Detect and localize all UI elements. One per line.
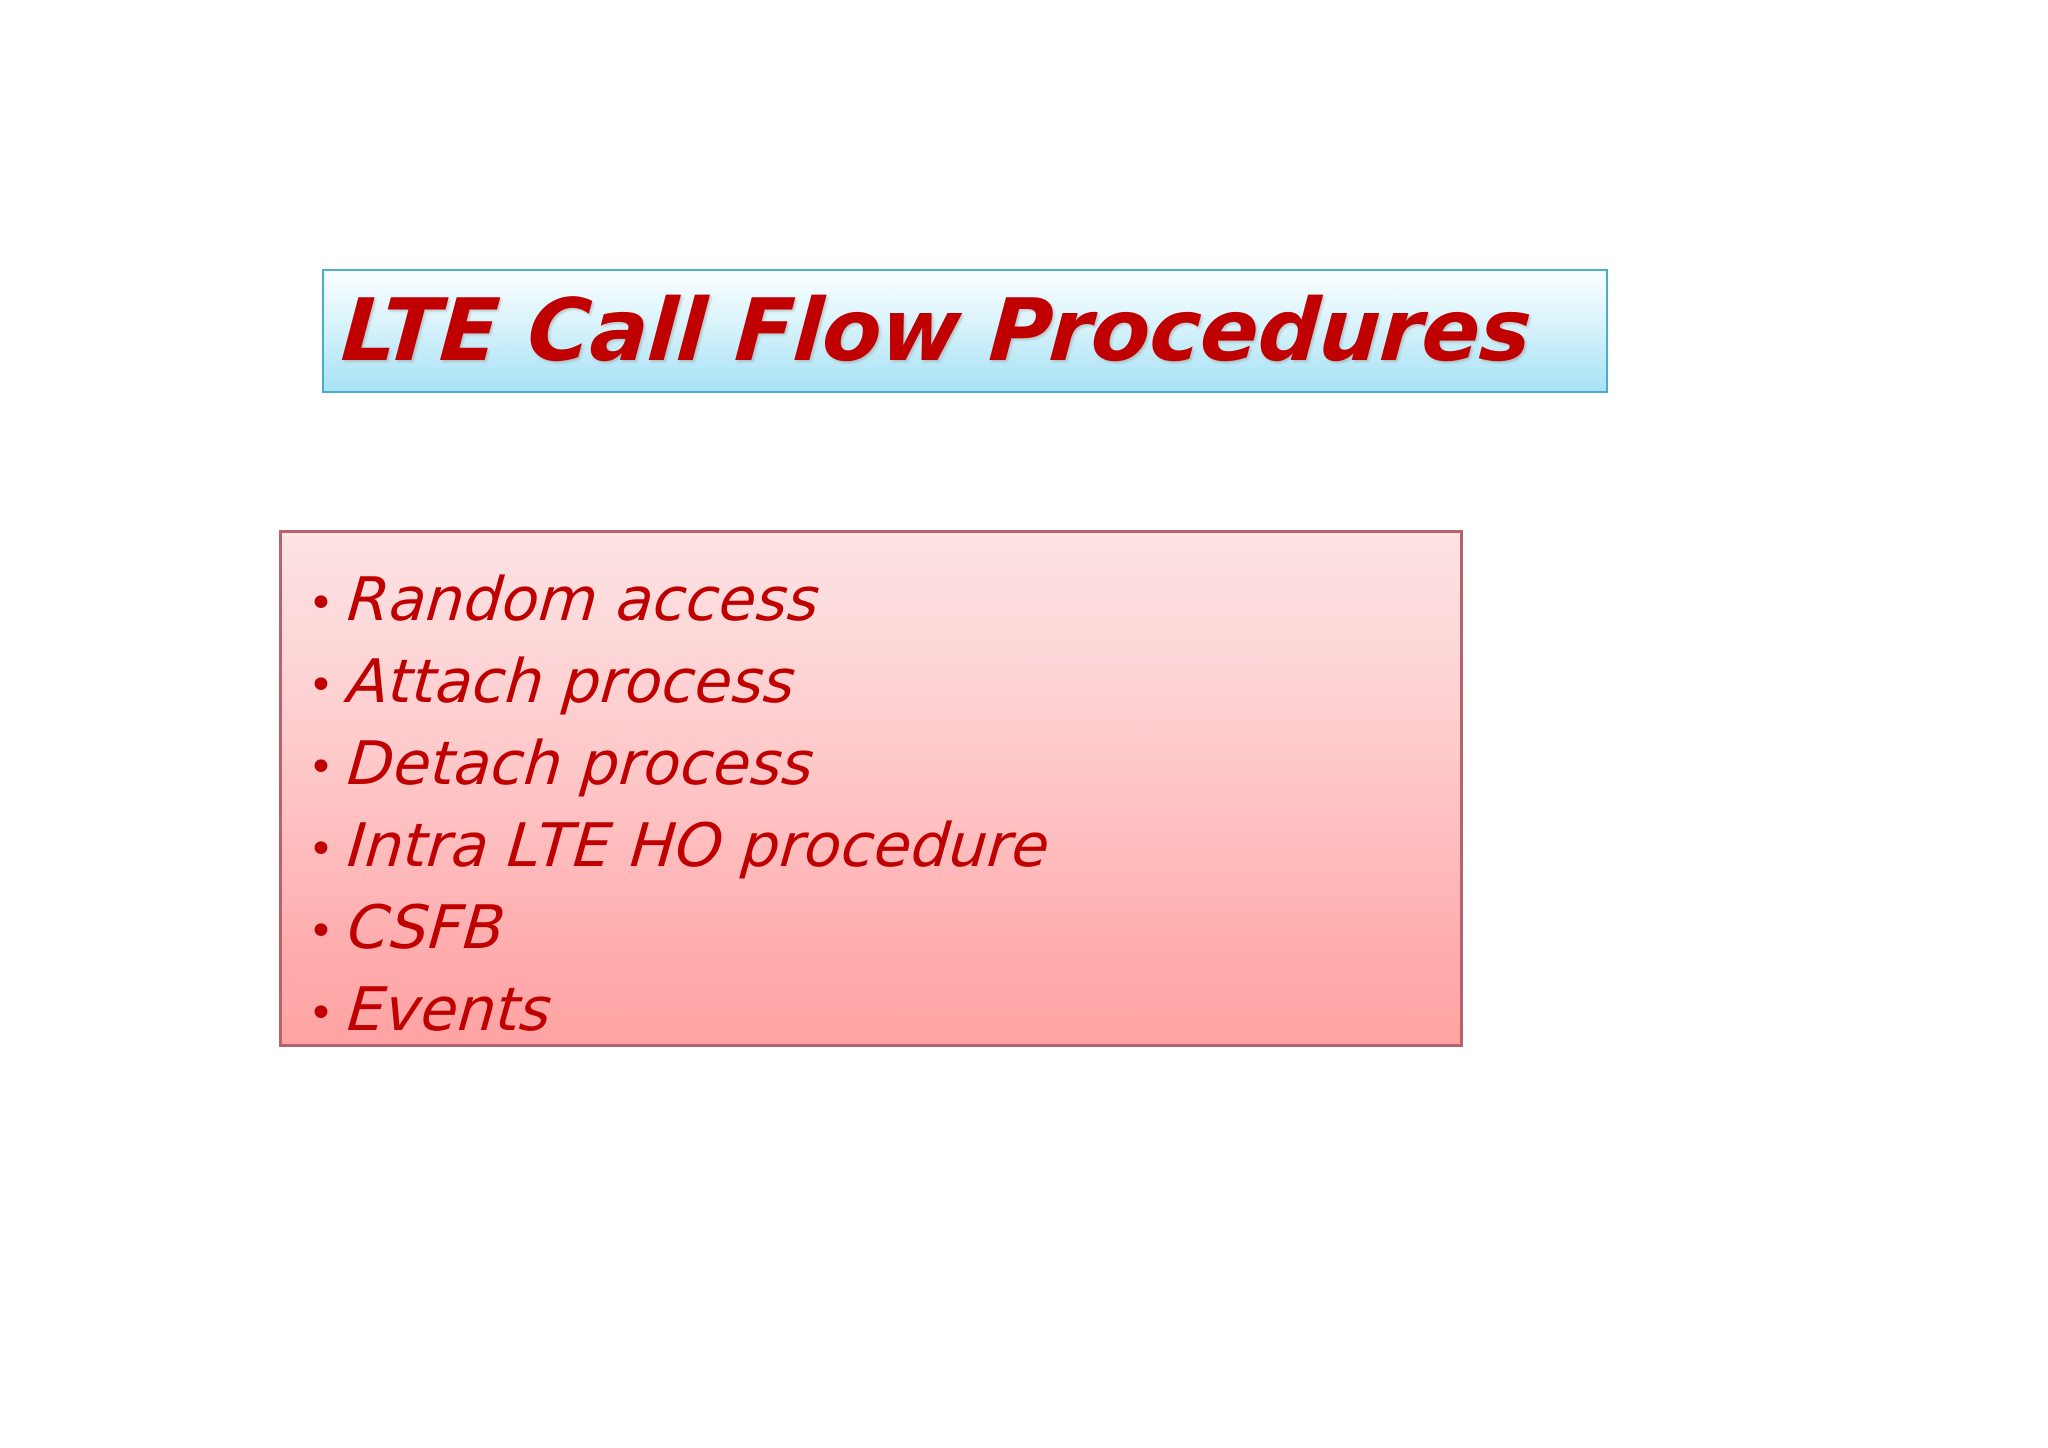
bullet-icon: •: [308, 988, 334, 1039]
bullet-icon: •: [308, 578, 334, 629]
list-item-label: Events: [344, 975, 555, 1045]
list-item-label: CSFB: [344, 893, 508, 963]
bullet-icon: •: [308, 824, 334, 875]
title-banner: LTE Call Flow Procedures: [322, 269, 1608, 393]
bullet-icon: •: [308, 742, 334, 793]
procedure-list: • Random access • Attach process • Detac…: [308, 559, 1460, 1045]
list-item: • CSFB: [308, 887, 1460, 969]
bullet-icon: •: [308, 906, 334, 957]
list-item: • Events: [308, 969, 1460, 1045]
page-title: LTE Call Flow Procedures: [338, 281, 1535, 381]
list-item-label: Attach process: [344, 647, 798, 717]
list-item: • Random access: [308, 559, 1460, 641]
list-item-label: Detach process: [344, 729, 817, 799]
list-item: • Intra LTE HO procedure: [308, 805, 1460, 887]
bullet-icon: •: [308, 660, 334, 711]
list-item-label: Intra LTE HO procedure: [344, 811, 1053, 881]
content-box: • Random access • Attach process • Detac…: [279, 530, 1463, 1047]
list-item: • Detach process: [308, 723, 1460, 805]
list-item-label: Random access: [344, 565, 823, 635]
list-item: • Attach process: [308, 641, 1460, 723]
